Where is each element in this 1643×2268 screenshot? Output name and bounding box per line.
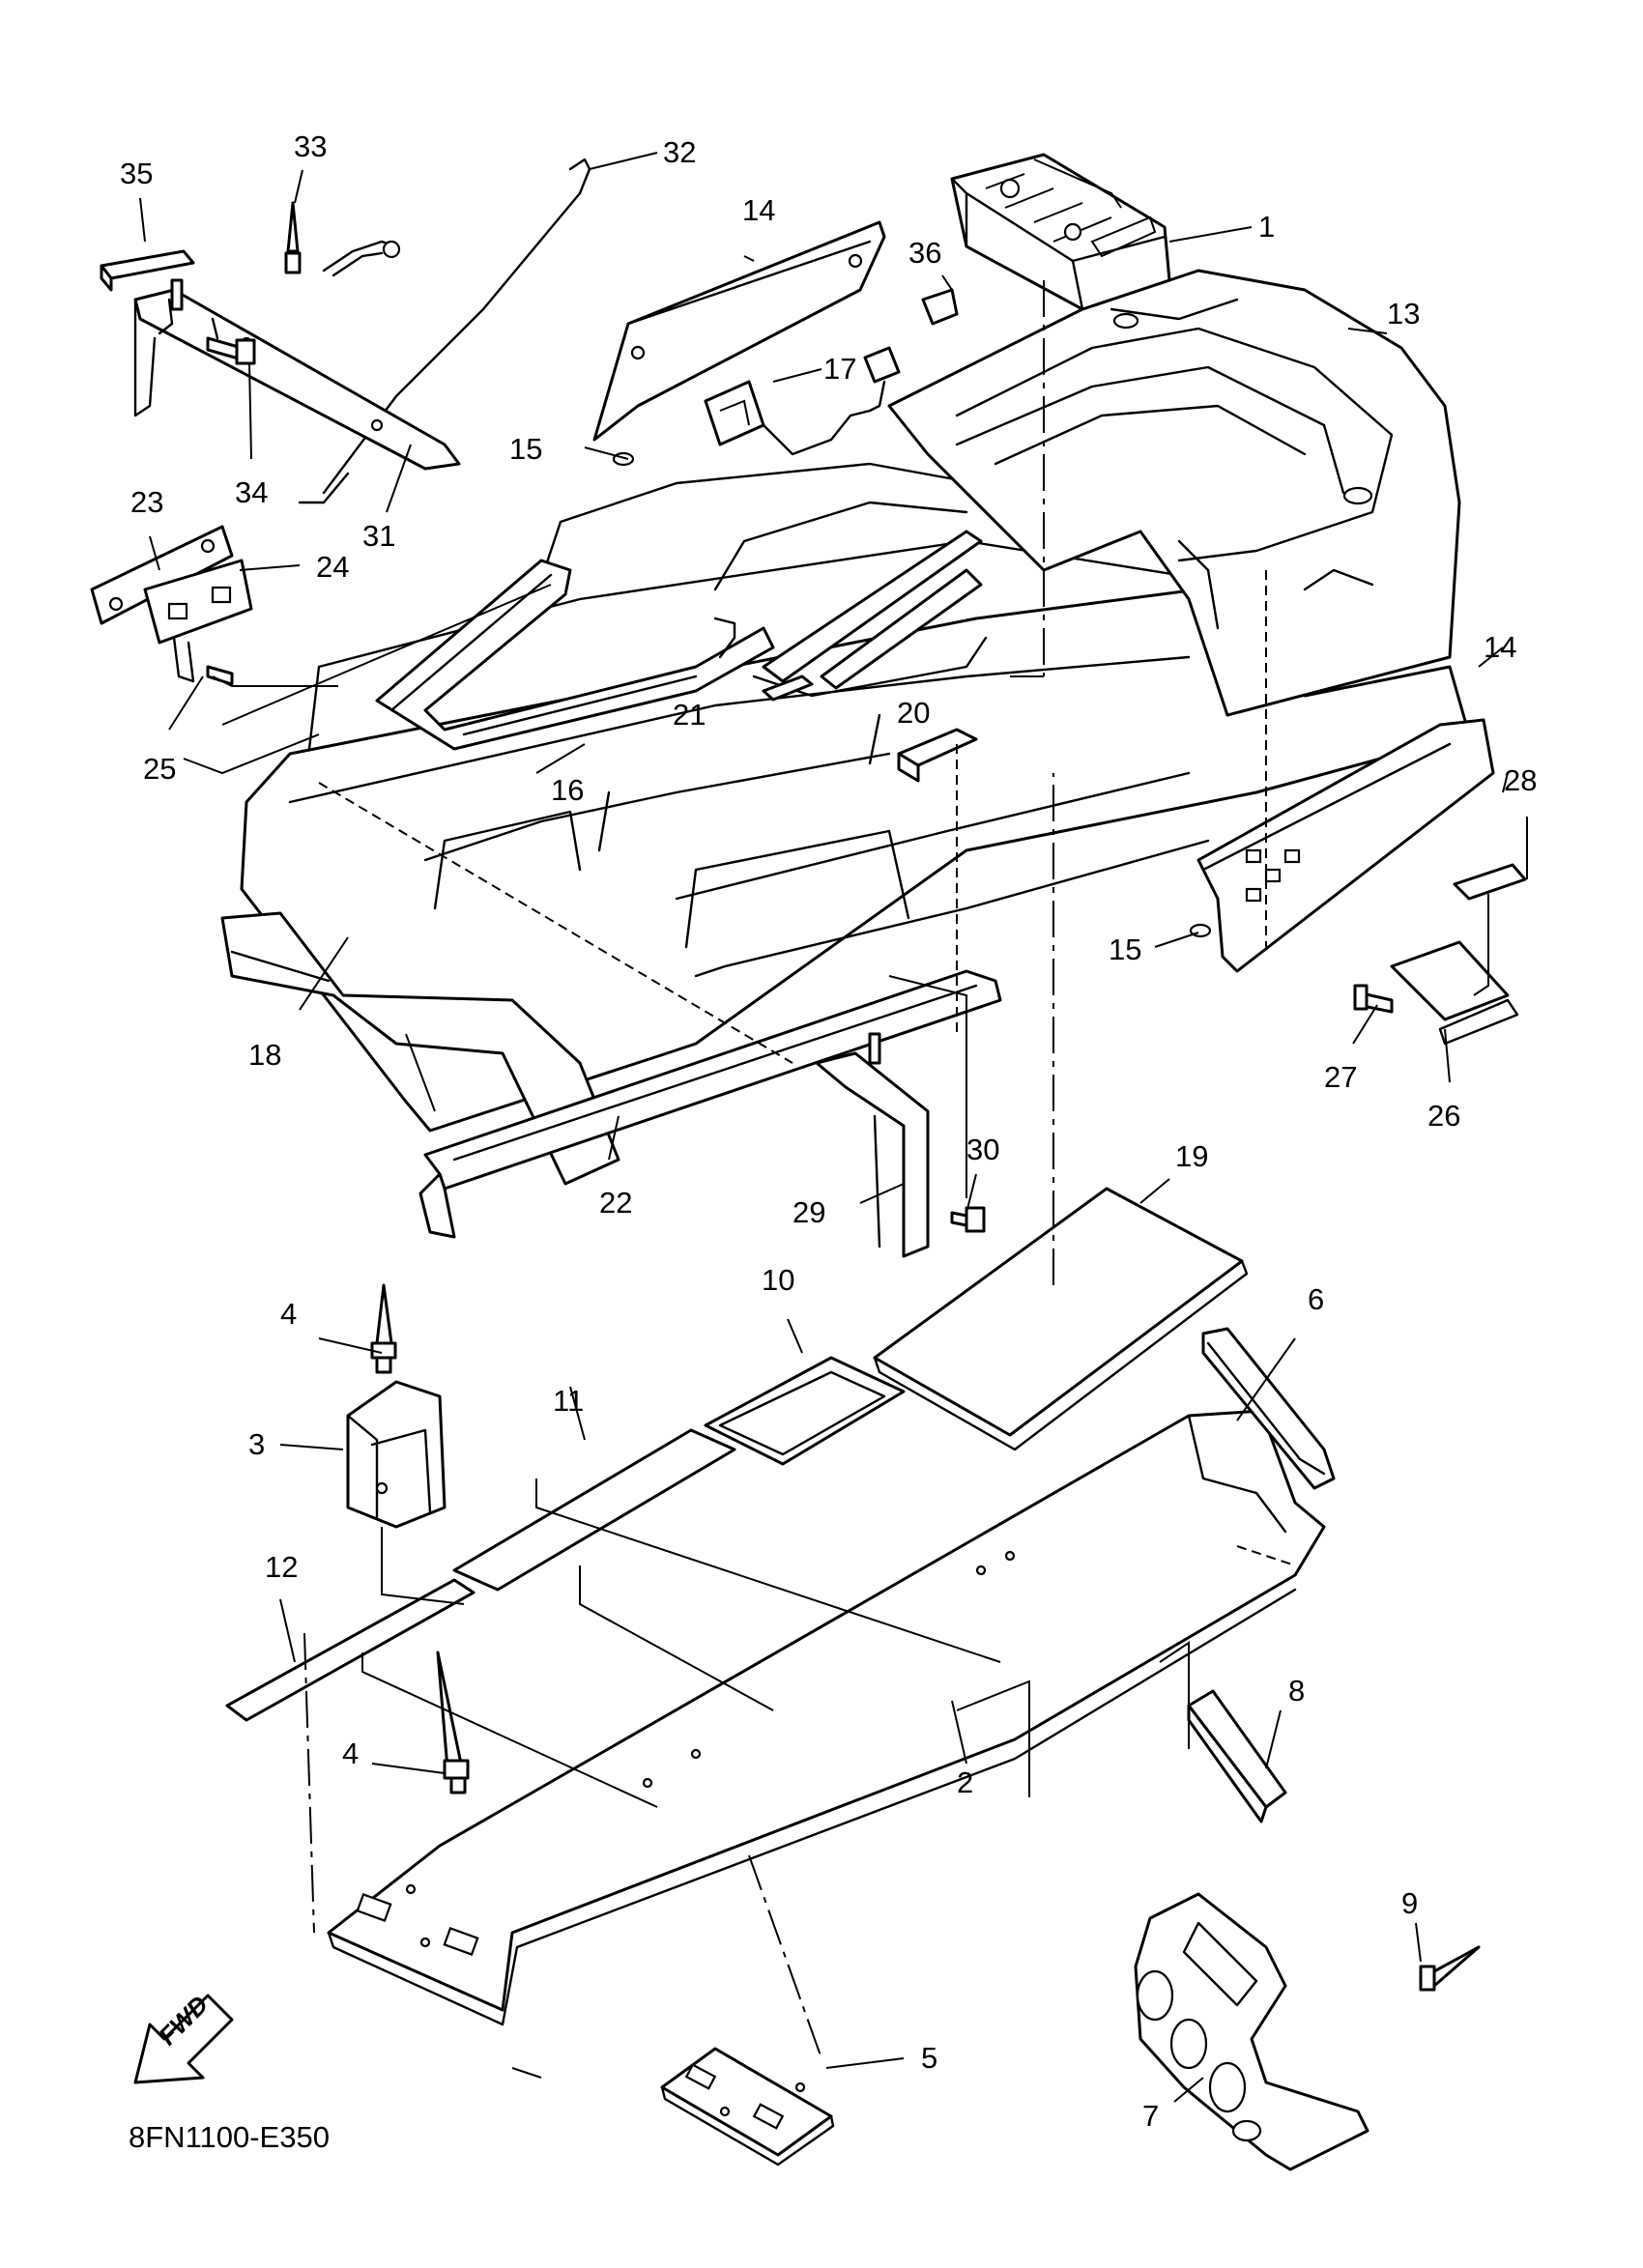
tool-kit-1 [950,153,1171,311]
callout-21: 21 [673,698,706,732]
rail-14-top [592,220,886,442]
bracket-29 [815,1032,930,1258]
callout-28: 28 [1504,763,1537,797]
decal-12 [225,1578,476,1722]
plate-5 [660,2047,835,2167]
block-8 [1187,1689,1287,1823]
plate-28 [1453,863,1527,901]
bolt-34 [206,336,256,365]
callout-36: 36 [908,236,941,270]
hinge-26 [1390,940,1519,1046]
callout-12: 12 [265,1550,298,1584]
callout-23: 23 [130,485,163,519]
callout-26: 26 [1427,1099,1460,1133]
callout-9: 9 [1401,1886,1418,1920]
bolt-27 [1353,984,1394,1014]
bracket-3 [346,1380,447,1529]
hinge-plate-23 [90,525,234,625]
callout-labels: 1 2 3 4 4 5 6 7 8 9 10 11 12 13 14 14 15… [120,129,1537,2133]
rivet-9 [1419,1945,1481,1992]
block-21 [762,675,814,702]
bolt-25 [206,665,234,686]
callout-31: 31 [362,519,395,553]
callout-4b: 4 [342,1737,359,1770]
pin-33 [284,201,302,274]
callout-20: 20 [897,696,930,730]
callout-13: 13 [1387,297,1420,330]
callout-34: 34 [235,475,268,509]
side-panel-18 [220,911,620,1186]
side-channel-22 [418,969,1002,1239]
hinge-block-24 [143,559,253,683]
callout-22: 22 [599,1186,632,1220]
frame-rail [375,530,983,751]
callout-29: 29 [793,1195,825,1229]
callout-25: 25 [143,752,176,786]
callout-27: 27 [1324,1060,1357,1094]
callout-33: 33 [294,129,327,163]
bolt-30 [950,1206,986,1233]
callout-2: 2 [957,1766,973,1799]
callout-4a: 4 [280,1297,297,1331]
callout-18: 18 [248,1038,281,1072]
skid-plate-2 [327,1409,1326,2026]
callout-10: 10 [762,1263,794,1297]
decal-11 [452,1428,736,1592]
callout-1: 1 [1258,210,1275,244]
callout-30: 30 [966,1133,999,1166]
plate-35 [100,249,195,292]
rivet-4a [370,1283,397,1374]
callout-15b: 15 [1109,933,1141,966]
callout-17: 17 [823,352,856,386]
pad-10 [704,1356,906,1466]
callout-32: 32 [663,135,696,169]
callout-8: 8 [1288,1674,1305,1708]
fwd-arrow-icon: FWD [133,1990,234,2084]
callout-5: 5 [921,2041,937,2075]
switch-harness-17 [704,346,901,456]
block-20 [897,728,978,783]
callout-14b: 14 [1484,630,1516,664]
callout-7: 7 [1142,2099,1159,2133]
mat-19 [873,1187,1249,1451]
rear-bed-panel [887,269,1461,717]
callout-19: 19 [1175,1139,1208,1173]
bracket-31 [133,278,461,471]
rail-14-right [1196,718,1495,973]
callout-14a: 14 [742,193,775,227]
guard-6 [1201,1327,1336,1490]
guard-plate-7 [1134,1892,1369,2171]
diagram-code: 8FN1100-E350 [129,2120,330,2154]
callout-35: 35 [120,157,153,190]
alignment-lines [183,280,1489,2079]
callout-3: 3 [248,1427,265,1461]
callout-24: 24 [316,550,349,584]
rivet-4b [436,1651,470,1794]
latch-36 [921,288,959,326]
callout-leaders [139,152,1528,2103]
callout-6: 6 [1308,1282,1324,1316]
callout-15a: 15 [509,432,542,466]
callout-11: 11 [553,1384,584,1418]
callout-16: 16 [551,773,584,807]
